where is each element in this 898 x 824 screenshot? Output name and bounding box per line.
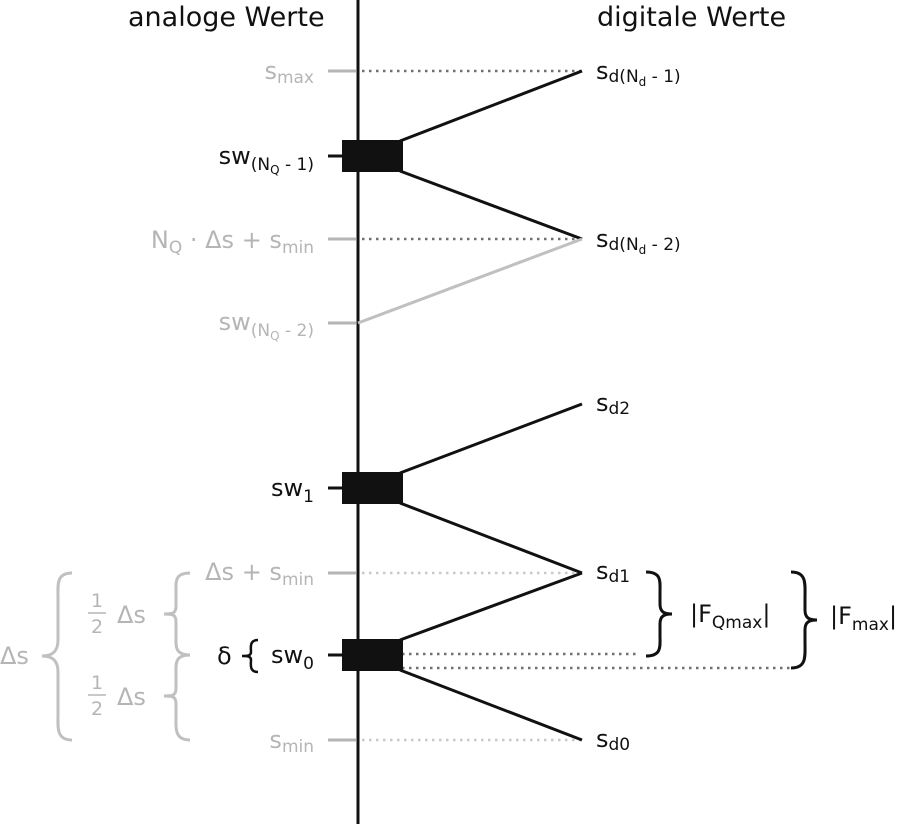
label-sw-nq2: sw(NQ - 2) <box>219 308 314 343</box>
label-smax: smax <box>264 57 314 88</box>
map-line-nq1-to-sdnd2 <box>399 169 583 241</box>
label-sd-nd1: sd(Nd - 1) <box>596 57 681 89</box>
label-smin: smin <box>269 726 314 757</box>
half-denominator-lower: 2 <box>91 698 103 720</box>
label-sw-nq1: sw(NQ - 1) <box>219 142 314 177</box>
delta-symbol: δ <box>217 642 232 670</box>
map-line-sw0-to-sd1 <box>399 571 583 642</box>
map-line-nq1-to-sdnd1 <box>399 69 583 143</box>
label-sd1: sd1 <box>596 557 630 587</box>
threshold-block-sw1 <box>342 472 403 504</box>
map-line-sw1-to-sd1 <box>399 501 583 575</box>
label-sd-nd2: sd(Nd - 2) <box>596 225 681 257</box>
half-numerator-upper: 1 <box>91 590 103 612</box>
label-fqmax: |FQmax| <box>690 600 770 633</box>
half-step-brace-upper <box>163 571 191 657</box>
label-nq-ds-smin: NQ · Δs + smin <box>151 226 314 258</box>
header-digital: digitale Werte <box>597 2 786 33</box>
half-step-brace-lower <box>163 653 191 742</box>
threshold-block-nq1 <box>342 140 403 172</box>
label-fmax: |Fmax| <box>830 602 897 635</box>
label-sw1: sw1 <box>271 474 314 507</box>
map-line-nq2-to-sdnd2 <box>357 237 583 325</box>
fqmax-brace <box>645 570 673 658</box>
half-denominator-upper: 2 <box>91 616 103 638</box>
label-sd0: sd0 <box>596 725 630 755</box>
label-ds-smin: Δs + smin <box>205 558 314 590</box>
map-line-sw0-to-sd0 <box>399 668 583 742</box>
header-analog: analoge Werte <box>128 2 325 33</box>
half-ds-lower: Δs <box>117 683 146 711</box>
threshold-block-sw0 <box>342 639 403 671</box>
label-sd2: sd2 <box>596 389 630 419</box>
step-brace <box>41 571 73 742</box>
delta-brace <box>241 638 259 674</box>
fmax-brace <box>790 570 818 670</box>
half-numerator-lower: 1 <box>91 672 103 694</box>
map-line-sw1-to-sd2 <box>399 402 583 475</box>
half-ds-upper: Δs <box>117 601 146 629</box>
step-ds-label: Δs <box>0 642 29 670</box>
label-sw0: sw0 <box>271 641 314 674</box>
